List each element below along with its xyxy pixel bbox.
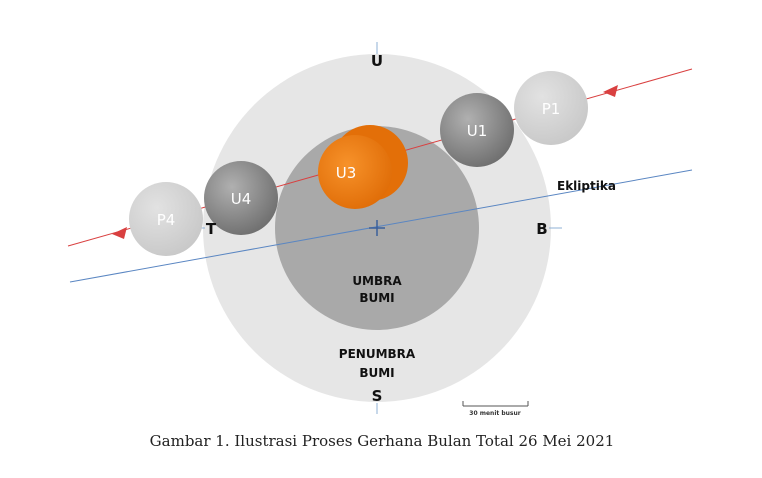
ecliptic-label: Ekliptika xyxy=(557,179,616,193)
direction-south: S xyxy=(372,387,383,405)
moon-u3: U3 xyxy=(318,125,408,209)
figure-caption: Gambar 1. Ilustrasi Proses Gerhana Bulan… xyxy=(150,432,615,450)
moon-p1-label: P1 xyxy=(542,100,561,118)
moon-u1-label: U1 xyxy=(467,122,488,140)
moon-u4-disk xyxy=(204,161,278,235)
earth-center-cross-icon xyxy=(369,220,385,236)
moon-u1-disk xyxy=(440,93,514,167)
direction-north: U xyxy=(371,52,383,70)
path-arrow-right-icon xyxy=(603,85,618,97)
umbra-label-line2: BUMI xyxy=(359,291,394,305)
penumbra-label-line2: BUMI xyxy=(359,366,394,380)
moon-p4-label: P4 xyxy=(157,211,176,229)
umbra-label-line1: UMBRA xyxy=(352,274,402,288)
moon-u4: U4 xyxy=(204,161,278,235)
scale-bar-label: 30 menit busur xyxy=(469,410,520,417)
penumbra-label-line1: PENUMBRA xyxy=(339,347,416,361)
ecliptic-line xyxy=(69,169,693,283)
scale-bar: 30 menit busur xyxy=(462,401,529,417)
moon-p1-disk xyxy=(514,71,588,145)
moon-u3-label: U3 xyxy=(336,164,357,182)
moon-u1: U1 xyxy=(440,93,514,167)
moon-p4: P4 xyxy=(129,182,203,256)
direction-west: B xyxy=(536,220,547,238)
direction-east: T xyxy=(206,220,217,238)
moon-u3-disk xyxy=(318,135,392,209)
moon-p1: P1 xyxy=(514,71,588,145)
path-arrow-left-icon xyxy=(112,227,127,239)
moon-u4-label: U4 xyxy=(231,190,252,208)
moon-p4-disk xyxy=(129,182,203,256)
